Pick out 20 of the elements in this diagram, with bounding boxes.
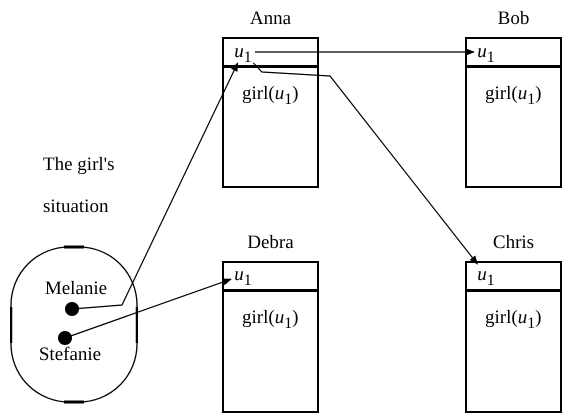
drs-box [465,232,562,413]
box-title: Debra [246,232,295,254]
arrow [255,48,475,56]
arrow [252,62,478,265]
condition: girl(u$_{1}$) [485,307,542,334]
discourse-referent: u$_{1}$ [474,264,498,286]
individual-name: Melanie [44,278,108,300]
condition: girl(u$_{1}$) [242,83,298,110]
drs-box [465,8,562,188]
box-title: Chris [492,232,536,254]
box-title: Bob [496,8,530,30]
individual-name: Stefanie [38,344,102,366]
situation-label: The girl's situation [43,153,116,219]
condition: girl(u$_{1}$) [242,307,298,334]
discourse-referent: u$_{1}$ [474,41,498,63]
condition: girl(u$_{1}$) [485,83,542,110]
box-title: Anna [248,8,292,30]
discourse-referent: u$_{1}$ [231,264,255,286]
discourse-referent: u$_{1}$ [231,41,255,63]
drs-box [222,232,319,413]
